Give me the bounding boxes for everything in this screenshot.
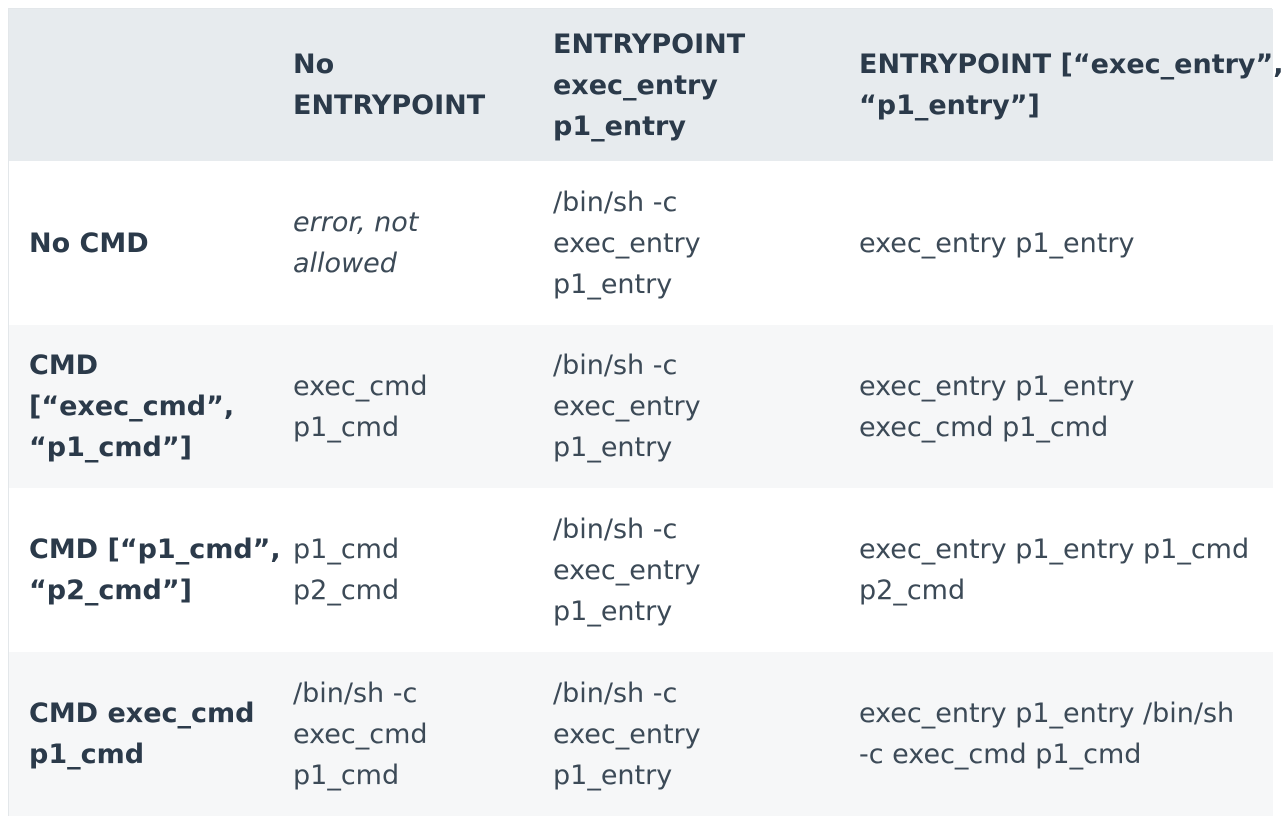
table-cell: error, not allowed: [273, 161, 533, 325]
header-line: ENTRYPOINT: [293, 90, 486, 121]
cell-line: p1_cmd: [293, 759, 400, 791]
table-cell: /bin/sh -c exec_entry p1_entry: [533, 488, 839, 652]
header-row: No ENTRYPOINT ENTRYPOINT exec_entry p1_e…: [9, 9, 1284, 161]
row-header: CMD exec_cmd p1_cmd: [9, 652, 273, 816]
cell-line: exec_entry: [553, 718, 701, 750]
header-line: No: [293, 49, 335, 80]
cell-line: /bin/sh -c: [553, 186, 678, 218]
cell-line: exec_entry p1_entry p1_cmd: [859, 534, 1250, 565]
cell-line: -c exec_cmd p1_cmd: [859, 739, 1142, 770]
header-line: p1_entry: [553, 110, 686, 142]
row-header-line: “p1_cmd”]: [29, 432, 192, 463]
cell-line: /bin/sh -c: [553, 513, 678, 545]
cell-line: allowed: [293, 248, 397, 279]
table-cell: /bin/sh -c exec_entry p1_entry: [533, 325, 839, 488]
table-cell: exec_entry p1_entry p1_cmd p2_cmd: [839, 488, 1273, 652]
column-header-entrypoint-shell: ENTRYPOINT exec_entry p1_entry: [533, 9, 839, 161]
cell-line: p1_entry: [553, 432, 673, 463]
table-cell: /bin/sh -c exec_entry p1_entry: [533, 652, 839, 816]
table-row-no-cmd: No CMD error, not allowed /bin/sh -c exe…: [9, 161, 1273, 325]
cell-line: p1_entry: [553, 268, 673, 300]
cell-line: /bin/sh -c: [553, 350, 678, 381]
cell-line: exec_cmd: [293, 718, 428, 750]
cell-line: p1_cmd: [293, 411, 400, 443]
table-row-cmd-exec-form: CMD [“exec_cmd”, “p1_cmd”] exec_cmd p1_c…: [9, 325, 1273, 488]
cell-line: /bin/sh -c: [293, 677, 418, 709]
header-line: ENTRYPOINT [“exec_entry”,: [859, 49, 1284, 80]
header-line: exec_entry: [553, 69, 718, 101]
row-header-line: [“exec_cmd”,: [29, 391, 235, 422]
cell-line: exec_entry p1_entry: [859, 227, 1135, 259]
row-header-line: p1_cmd: [29, 739, 145, 770]
row-header-line: No CMD: [29, 227, 149, 259]
table-cell: exec_entry p1_entry exec_cmd p1_cmd: [839, 325, 1273, 488]
table-cell: /bin/sh -c exec_entry p1_entry: [533, 161, 839, 325]
cell-line: exec_entry p1_entry /bin/sh: [859, 698, 1235, 729]
cell-line: exec_cmd: [293, 370, 428, 402]
table-row-cmd-params: CMD [“p1_cmd”, “p2_cmd”] p1_cmd p2_cmd /…: [9, 488, 1273, 652]
cell-line: p2_cmd: [859, 575, 966, 606]
row-header: CMD [“exec_cmd”, “p1_cmd”]: [9, 325, 273, 488]
cell-line: p1_entry: [553, 759, 673, 791]
table-cell: exec_entry p1_entry /bin/sh -c exec_cmd …: [839, 652, 1273, 816]
table-cell: /bin/sh -c exec_cmd p1_cmd: [273, 652, 533, 816]
cell-line: p1_cmd: [293, 534, 400, 565]
cell-line: exec_cmd p1_cmd: [859, 411, 1109, 443]
table-cell: p1_cmd p2_cmd: [273, 488, 533, 652]
row-header-line: “p2_cmd”]: [29, 575, 192, 606]
cell-line: p1_entry: [553, 595, 673, 627]
table-cell: exec_entry p1_entry: [839, 161, 1273, 325]
row-header-line: CMD exec_cmd: [29, 698, 255, 729]
corner-cell: [9, 9, 273, 161]
header-line: ENTRYPOINT: [553, 28, 746, 60]
cell-line: error, not: [293, 207, 419, 238]
row-header-line: CMD [“p1_cmd”,: [29, 534, 281, 565]
cell-line: exec_entry p1_entry: [859, 370, 1135, 402]
cell-line: exec_entry: [553, 391, 701, 422]
entrypoint-cmd-table-frame: No ENTRYPOINT ENTRYPOINT exec_entry p1_e…: [8, 8, 1284, 816]
row-header-line: CMD: [29, 350, 99, 381]
column-header-entrypoint-exec: ENTRYPOINT [“exec_entry”, “p1_entry”]: [839, 9, 1284, 161]
row-header: CMD [“p1_cmd”, “p2_cmd”]: [9, 488, 281, 652]
cell-line: /bin/sh -c: [553, 677, 678, 709]
column-header-no-entrypoint: No ENTRYPOINT: [273, 9, 533, 161]
table-row-cmd-shell-form: CMD exec_cmd p1_cmd /bin/sh -c exec_cmd …: [9, 652, 1273, 816]
cell-line: exec_entry: [553, 554, 701, 586]
header-line: “p1_entry”]: [859, 90, 1040, 121]
cell-line: p2_cmd: [293, 575, 400, 606]
cell-line: exec_entry: [553, 227, 701, 259]
table-cell: exec_cmd p1_cmd: [273, 325, 533, 488]
row-header: No CMD: [9, 161, 273, 325]
entrypoint-cmd-matrix: No ENTRYPOINT ENTRYPOINT exec_entry p1_e…: [9, 9, 1284, 816]
